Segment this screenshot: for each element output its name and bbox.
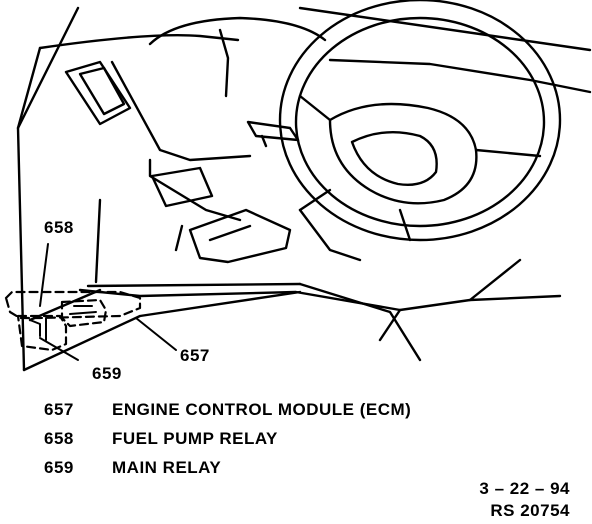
- radio-slot: [150, 166, 214, 208]
- legend-row-658: 658 FUEL PUMP RELAY: [44, 429, 411, 458]
- console-outline: [110, 60, 252, 162]
- steering-hub: [328, 102, 478, 205]
- steering-wheel-inner: [294, 16, 546, 228]
- main-relay-outline: [16, 314, 68, 352]
- windshield-line: [298, 6, 592, 52]
- legend: 657 ENGINE CONTROL MODULE (ECM) 658 FUEL…: [44, 400, 411, 487]
- leader-659: [39, 337, 79, 361]
- cluster-hood: [148, 16, 327, 46]
- callout-659: 659: [92, 364, 122, 383]
- fuel-pump-relay-outline: [4, 290, 142, 320]
- legend-number: 657: [44, 400, 74, 419]
- leader-658: [39, 243, 49, 307]
- figure-reference: RS 20754: [490, 501, 570, 520]
- leader-657: [135, 317, 177, 351]
- legend-description: FUEL PUMP RELAY: [112, 429, 278, 448]
- steering-wheel-outer: [278, 0, 562, 242]
- figure-footer: 3 – 22 – 94 RS 20754: [479, 478, 570, 522]
- legend-description: ENGINE CONTROL MODULE (ECM): [112, 400, 412, 419]
- lower-dash: [78, 288, 562, 312]
- figure-date: 3 – 22 – 94: [479, 479, 570, 498]
- lower-console: [188, 208, 292, 264]
- legend-description: MAIN RELAY: [112, 458, 222, 477]
- callout-658: 658: [44, 218, 74, 237]
- legend-row-659: 659 MAIN RELAY: [44, 458, 411, 487]
- legend-number: 659: [44, 458, 74, 477]
- legend-number: 658: [44, 429, 74, 448]
- dash-top-right: [328, 58, 592, 94]
- dash-left-edge: [16, 46, 42, 130]
- dash-top: [38, 34, 240, 50]
- callout-657: 657: [180, 346, 210, 365]
- dashboard-illustration: [4, 0, 592, 372]
- turn-signal-stalk: [246, 120, 300, 142]
- left-vent: [64, 60, 132, 126]
- steering-column: [298, 208, 362, 262]
- legend-row-657: 657 ENGINE CONTROL MODULE (ECM): [44, 400, 411, 429]
- ecm-outline: [60, 298, 108, 328]
